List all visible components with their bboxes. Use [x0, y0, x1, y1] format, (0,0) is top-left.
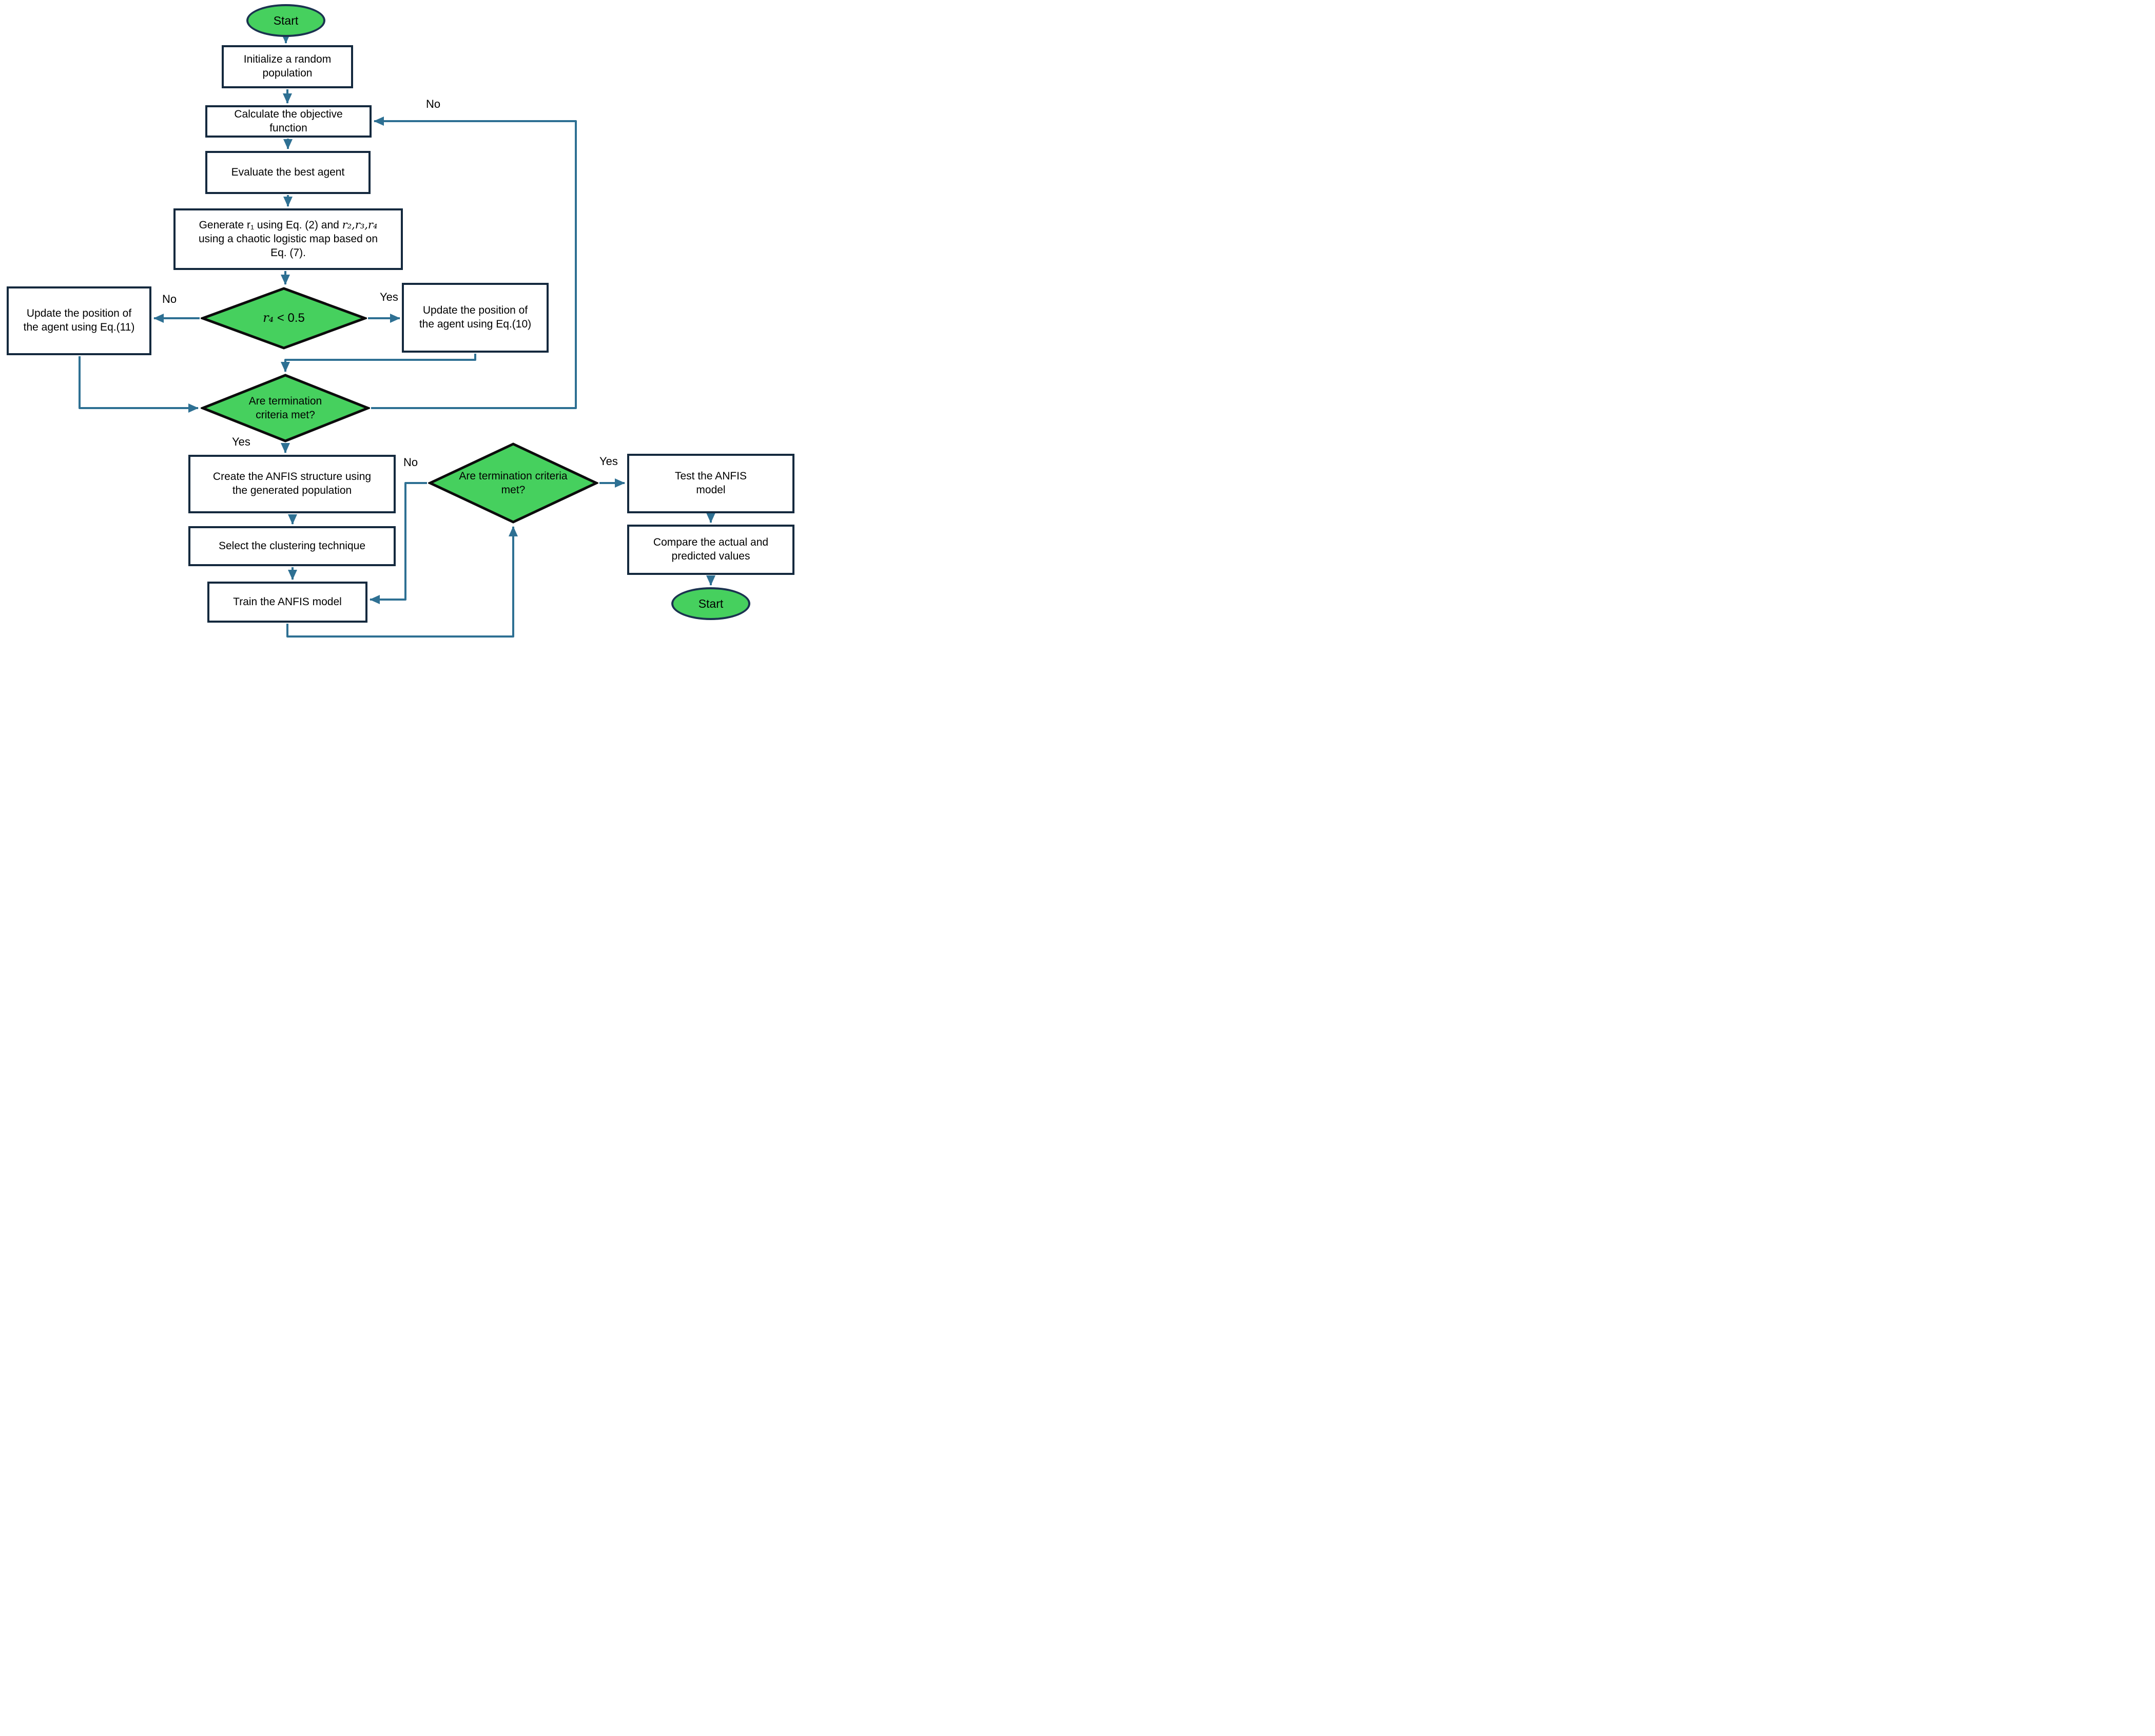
process-text: Update the position of: [26, 307, 132, 320]
connector-termination1-no-loop-to-calculate: [371, 117, 577, 409]
process-text-plain: Generate r₁ using Eq. (2) and: [199, 219, 342, 232]
process-text: function: [269, 122, 307, 134]
connector-train-loop-to-termination2: [286, 526, 518, 638]
process-create-anfis-structure: Create the ANFIS structure using the gen…: [188, 455, 396, 513]
decision-termination1-diamond: [201, 374, 370, 442]
end-terminator: Start: [671, 587, 750, 620]
process-text: Eq. (7).: [270, 246, 306, 259]
start-label: Start: [273, 13, 299, 27]
process-text: Calculate the objective: [234, 108, 343, 120]
process-generate-r-values: Generate r₁ using Eq. (2) and r₂,r₃,r₄ u…: [173, 208, 403, 270]
process-text: Test the ANFIS: [674, 470, 747, 483]
edge-label-yes-r4: Yes: [380, 291, 398, 303]
flowchart-canvas: Start Initialize a random population Cal…: [0, 0, 795, 648]
process-text: Train the ANFIS model: [233, 595, 342, 608]
edge-label-no-loop-top: No: [426, 98, 441, 110]
edge-label-no-r4: No: [162, 293, 177, 305]
process-text: Generate r₁ using Eq. (2) and r₂,r₃,r₄: [199, 218, 378, 233]
process-text: using a chaotic logistic map based on: [198, 233, 378, 245]
diamond-shape: [428, 442, 598, 524]
edge-label-yes-termination1: Yes: [232, 435, 250, 448]
process-text: Select the clustering technique: [218, 539, 365, 552]
process-text: Evaluate the best agent: [231, 166, 345, 178]
connector-layer: [79, 33, 715, 638]
connector-update11-to-termination1: [79, 356, 199, 413]
process-update-eq10: Update the position of the agent using E…: [402, 283, 549, 353]
process-text: Update the position of: [422, 304, 528, 317]
diamond-shape: [201, 374, 370, 442]
process-initialize-population: Initialize a random population: [222, 45, 353, 88]
decision-termination2-diamond: [428, 442, 598, 524]
process-text: Create the ANFIS structure using: [212, 471, 372, 483]
connector-update10-to-termination1: [281, 354, 476, 372]
process-text: population: [262, 67, 313, 79]
process-compare-values: Compare the actual and predicted values: [627, 525, 794, 575]
process-test-anfis-model: Test the ANFIS model: [627, 454, 794, 513]
process-calculate-objective: Calculate the objective function: [205, 105, 372, 138]
process-update-eq11: Update the position of the agent using E…: [7, 286, 151, 355]
edge-label-yes-termination2: Yes: [599, 455, 618, 468]
process-text: Compare the actual and: [653, 536, 769, 549]
process-text: predicted values: [671, 550, 750, 562]
process-train-anfis-model: Train the ANFIS model: [207, 582, 367, 623]
diamond-shape: [201, 287, 367, 350]
process-text: Initialize a random: [243, 53, 332, 66]
start-terminator: Start: [246, 4, 325, 37]
process-text: the generated population: [232, 485, 352, 496]
process-text: the agent using Eq.(10): [419, 318, 532, 330]
process-text: model: [696, 484, 726, 496]
process-select-clustering: Select the clustering technique: [188, 526, 396, 566]
decision-r4-diamond: [201, 287, 367, 350]
end-label: Start: [698, 596, 724, 610]
process-text: the agent using Eq.(11): [23, 321, 135, 333]
edge-label-no-termination2: No: [403, 456, 418, 469]
process-evaluate-best-agent: Evaluate the best agent: [205, 151, 371, 194]
process-text-math: r₂,r₃,r₄: [342, 219, 378, 232]
connector-termination2-no-to-train: [370, 482, 427, 604]
